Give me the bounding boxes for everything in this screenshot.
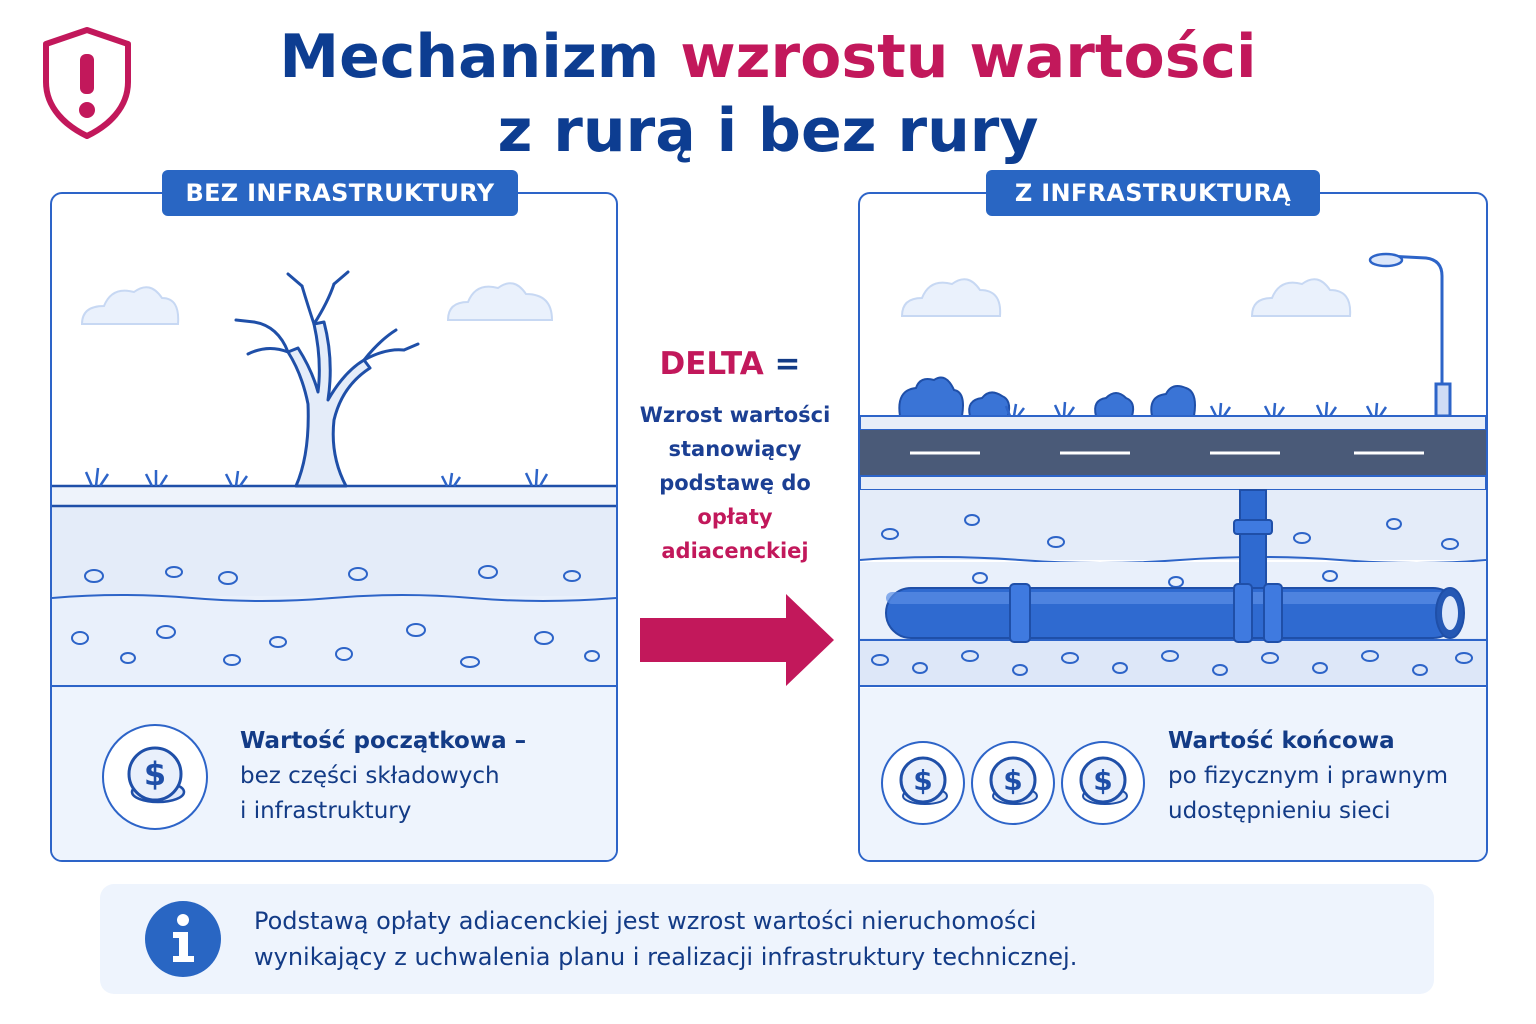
- left-value-line-1: bez części składowych: [240, 763, 500, 789]
- title-prefix: Mechanizm: [279, 22, 660, 92]
- right-panel-badge: Z INFRASTRUKTURĄ: [986, 170, 1320, 216]
- dollar-coin-icon: $: [970, 740, 1056, 826]
- delta-word: DELTA: [659, 346, 764, 382]
- cloud-icon: [1250, 278, 1352, 317]
- info-line-2: wynikający z uchwalenia planu i realizac…: [254, 943, 1078, 971]
- left-value-line-2: i infrastruktury: [240, 798, 412, 824]
- delta-description: Wzrost wartości stanowiący podstawę do o…: [620, 398, 850, 568]
- right-value-title: Wartość końcowa: [1168, 728, 1395, 754]
- page-title-line-1: Mechanizm wzrostu wartości: [0, 24, 1536, 90]
- dollar-coin-icon: $: [1060, 740, 1146, 826]
- delta-line-3: podstawę do: [659, 471, 811, 495]
- pipe-icon: [885, 489, 1465, 643]
- right-value-line-1: po fizycznym i prawnym: [1168, 763, 1449, 789]
- dollar-coin-icon: $: [880, 740, 966, 826]
- cloud-icon: [446, 282, 554, 321]
- delta-line-5: adiacenckiej: [661, 539, 809, 563]
- info-box: [100, 884, 1434, 994]
- arrow-right-icon: [638, 592, 838, 690]
- delta-line-2: stanowiący: [668, 437, 802, 461]
- dollar-coin-icon: $: [100, 722, 210, 832]
- left-value-title: Wartość początkowa –: [240, 728, 527, 754]
- info-line-1: Podstawą opłaty adiacenckiej jest wzrost…: [254, 907, 1037, 935]
- svg-text:$: $: [1003, 764, 1022, 797]
- svg-text:$: $: [913, 764, 932, 797]
- left-panel: $ Wartość początkowa – bez części składo…: [50, 192, 618, 862]
- right-ground-illustration: [860, 252, 1486, 687]
- warning-shield-icon: [38, 24, 136, 140]
- street-lamp-icon: [1385, 254, 1452, 418]
- delta-line-1: Wzrost wartości: [639, 403, 831, 427]
- right-value-text: Wartość końcowa po fizycznym i prawnym u…: [1168, 724, 1474, 829]
- svg-text:$: $: [144, 755, 166, 793]
- delta-line-4: opłaty: [697, 505, 773, 529]
- left-panel-badge: BEZ INFRASTRUKTURY: [162, 170, 518, 216]
- svg-text:$: $: [1093, 764, 1112, 797]
- dead-tree-icon: [286, 320, 372, 488]
- info-icon: [144, 900, 222, 978]
- bush-icon: [898, 376, 1196, 417]
- left-value-text: Wartość początkowa – bez części składowy…: [240, 724, 600, 829]
- right-panel: $ $ $ Wartość końcowa po fizycznym i pra…: [858, 192, 1488, 862]
- title-accent: wzrostu wartości: [680, 22, 1257, 92]
- cloud-icon: [900, 278, 1002, 317]
- right-value-section: [860, 688, 1486, 860]
- right-value-line-2: udostępnieniu sieci: [1168, 798, 1391, 824]
- left-ground-illustration: [52, 270, 616, 688]
- info-text: Podstawą opłaty adiacenckiej jest wzrost…: [254, 903, 1414, 975]
- delta-equals: =: [774, 346, 801, 382]
- cloud-icon: [80, 286, 180, 325]
- page-title-line-2: z rurą i bez rury: [497, 96, 1039, 166]
- delta-label: DELTA =: [640, 346, 820, 382]
